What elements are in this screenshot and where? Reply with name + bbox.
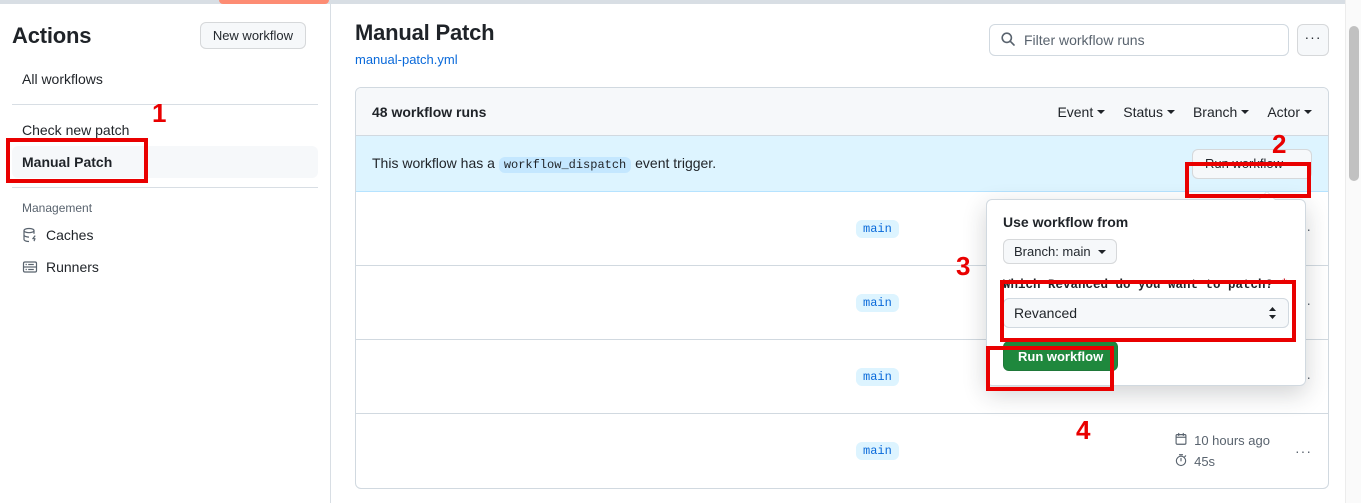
date-text: 10 hours ago (1194, 433, 1270, 448)
table-row[interactable]: main 10 hours ago (356, 414, 1328, 488)
dispatch-text-before: This workflow has a (372, 155, 499, 171)
filter-branch-label: Branch (1192, 103, 1238, 120)
dispatch-text-after: event trigger. (631, 155, 717, 171)
submit-run-workflow-button[interactable]: Run workflow (1003, 341, 1119, 371)
workflow-file-sub: manual-patch.yml (355, 52, 494, 67)
runs-count-label: 48 workflow runs (372, 103, 487, 120)
main-header: Manual Patch manual-patch.yml ··· (355, 4, 1329, 67)
runs-toolbar: 48 workflow runs Event Status Branch (356, 88, 1328, 136)
filter-status-label: Status (1123, 103, 1163, 120)
branch-badge: main (856, 367, 899, 386)
sidebar-item-all-workflows[interactable]: All workflows (12, 63, 318, 95)
filter-event[interactable]: Event (1057, 103, 1106, 120)
chevron-down-icon (1097, 249, 1106, 254)
run-workflow-button-label: Run workflow (1204, 156, 1283, 171)
scrollbar-thumb[interactable] (1349, 26, 1359, 181)
select-stepper-icon (1267, 305, 1278, 321)
calendar-icon (1174, 432, 1188, 449)
run-workflow-dropdown-button[interactable]: Run workflow (1191, 148, 1312, 179)
branch-selector-label: Branch: main (1014, 244, 1091, 259)
filter-workflow-runs-box[interactable] (989, 24, 1289, 56)
branch-badge: main (856, 442, 899, 460)
patch-target-select[interactable]: Revanced (1003, 298, 1289, 328)
sidebar: Actions New workflow All workflows Check… (0, 4, 331, 503)
sidebar-item-label: Manual Patch (22, 154, 113, 170)
table-row[interactable]: main ··· (356, 266, 1328, 340)
sidebar-divider (12, 187, 318, 188)
dispatch-event-code: workflow_dispatch (498, 157, 632, 173)
patch-field-label-text: Which Revanced do you want to patch? (1003, 278, 1274, 292)
active-tab-indicator (219, 0, 329, 4)
search-input[interactable] (1024, 32, 1278, 48)
sidebar-section-management: Management (22, 201, 93, 215)
sidebar-title: Actions (12, 22, 92, 48)
sidebar-item-manual-patch[interactable]: Manual Patch (6, 146, 318, 178)
filter-status[interactable]: Status (1123, 104, 1175, 120)
search-icon (1000, 31, 1016, 50)
new-workflow-button[interactable]: New workflow (199, 22, 306, 49)
top-border (0, 0, 1345, 4)
row-more-button[interactable]: ··· (1295, 443, 1312, 459)
sidebar-item-runners[interactable]: Runners (12, 251, 318, 283)
chevron-down-icon (1291, 161, 1299, 166)
row-date: 10 hours ago (1174, 432, 1270, 449)
use-workflow-from-label: Use workflow from (1003, 214, 1129, 230)
duration-text: 45s (1194, 454, 1216, 469)
header-actions: ··· (989, 24, 1329, 56)
patch-target-value: Revanced (1014, 305, 1078, 321)
workflow-file-link[interactable]: manual-patch.yml (355, 52, 458, 67)
page-scrollbar[interactable] (1345, 0, 1361, 503)
table-row[interactable]: main ··· (356, 192, 1328, 266)
chevron-down-icon (1241, 109, 1250, 114)
sidebar-item-check-new-patch[interactable]: Check new patch (12, 114, 318, 146)
run-workflow-popover: Use workflow from Branch: main Which Rev… (986, 199, 1306, 386)
page-title: Manual Patch (355, 20, 495, 45)
branch-selector-button[interactable]: Branch: main (1003, 239, 1117, 264)
branch-badge: main (856, 293, 899, 312)
sidebar-item-label: Check new patch (22, 122, 130, 138)
runners-icon (22, 259, 38, 275)
sidebar-nav: All workflows Check new patch Manual Pat… (0, 63, 330, 283)
branch-badge: main (856, 219, 899, 238)
runs-filters: Event Status Branch Actor (1057, 104, 1312, 120)
filter-branch[interactable]: Branch (1192, 103, 1250, 120)
filter-actor-label: Actor (1267, 103, 1300, 120)
title-block: Manual Patch manual-patch.yml (355, 20, 495, 67)
sidebar-divider (12, 104, 318, 105)
sidebar-item-label: All workflows (22, 71, 103, 87)
more-options-button[interactable]: ··· (1297, 24, 1329, 56)
row-meta: 10 hours ago 45s (1174, 432, 1270, 470)
sidebar-item-label: Runners (46, 259, 99, 275)
cache-icon (22, 227, 38, 243)
chevron-down-icon (1097, 109, 1106, 114)
row-duration: 45s (1174, 453, 1270, 470)
patch-field-label: Which Revanced do you want to patch? * (1003, 278, 1289, 292)
sidebar-item-caches[interactable]: Caches (12, 219, 318, 251)
required-asterisk: * (1280, 278, 1289, 292)
chevron-down-icon (1304, 109, 1312, 114)
filter-event-label: Event (1057, 103, 1094, 120)
sidebar-item-label: Caches (46, 227, 94, 243)
workflow-dispatch-banner: This workflow has a workflow_dispatch ev… (356, 136, 1328, 192)
dispatch-message: This workflow has a workflow_dispatch ev… (372, 155, 717, 173)
chevron-down-icon (1166, 109, 1175, 114)
stopwatch-icon (1174, 453, 1188, 470)
filter-actor[interactable]: Actor (1267, 104, 1312, 120)
sidebar-header: Actions New workflow (0, 4, 330, 53)
